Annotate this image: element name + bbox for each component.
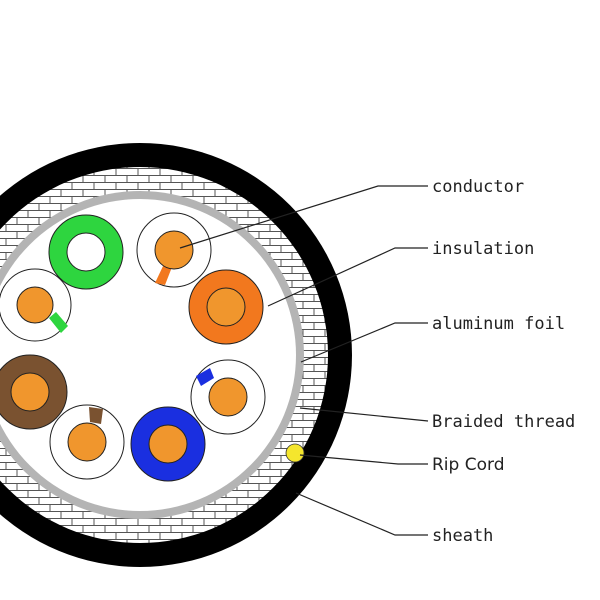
leader-insulation (267, 247, 428, 307)
wire-orange (188, 269, 264, 345)
wire-brown (0, 354, 68, 430)
label-insulation: insulation (432, 239, 534, 259)
leader-rip-cord (299, 454, 428, 465)
leader-lines (179, 185, 429, 536)
wire-white-brown (49, 404, 125, 480)
wire-blue (130, 406, 206, 482)
leader-braided-thread (299, 407, 429, 422)
leader-aluminum-foil (300, 322, 428, 363)
wire-green (48, 214, 124, 290)
label-aluminum-foil: aluminum foil (432, 314, 565, 334)
label-sheath: sheath (432, 526, 493, 546)
leader-conductor (179, 185, 428, 249)
wire-white-blue (190, 359, 266, 435)
label-conductor: conductor (432, 177, 524, 197)
wire-white-orange (136, 212, 212, 288)
wire-white-green (0, 268, 72, 342)
label-braided-thread: Braided thread (432, 412, 575, 432)
label-rip-cord: Rip Cord (432, 455, 504, 475)
leader-sheath (295, 492, 428, 536)
rip-cord (285, 443, 305, 463)
